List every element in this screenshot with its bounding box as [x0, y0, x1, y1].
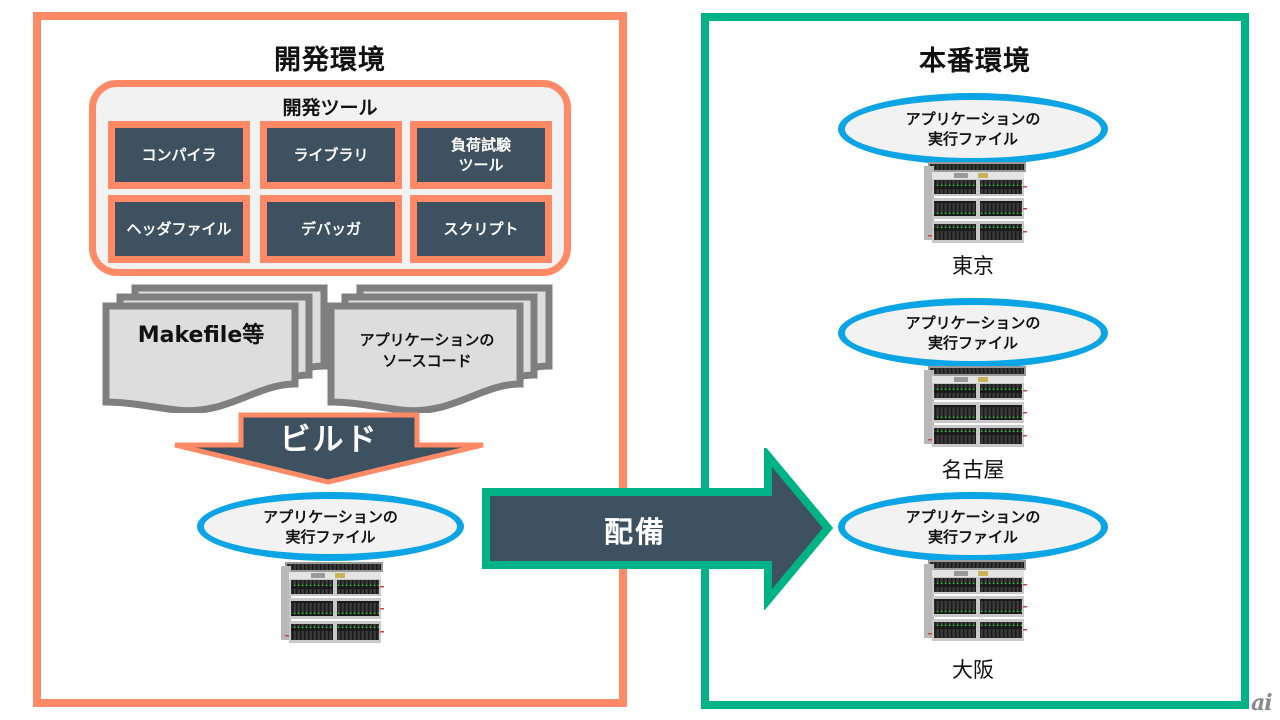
city-label-tokyo: 東京 [952, 254, 994, 278]
dev-environment-title: 開発環境 [274, 45, 386, 76]
exec-file-label: アプリケーションの 実行ファイル [905, 110, 1041, 148]
server-rack-icon [281, 562, 384, 643]
tool-script: スクリプト [410, 195, 552, 263]
exec-file-label: アプリケーションの 実行ファイル [905, 508, 1041, 546]
tool-label: スクリプト [443, 220, 519, 238]
tokyo-exec-file-ellipse: アプリケーションの 実行ファイル [838, 93, 1108, 165]
tool-debugger: デバッガ [260, 195, 402, 263]
tool-label: コンパイラ [141, 146, 217, 164]
tool-label: ライブラリ [293, 146, 369, 164]
city-label-osaka: 大阪 [952, 658, 994, 682]
server-rack-icon [924, 366, 1027, 447]
watermark-logo: ai [1251, 690, 1273, 716]
build-arrow-label: ビルド [279, 422, 379, 458]
tool-label: ヘッダファイル [126, 220, 232, 238]
osaka-exec-file-ellipse: アプリケーションの 実行ファイル [838, 492, 1108, 562]
city-label-nagoya: 名古屋 [941, 458, 1005, 482]
deploy-arrow-label: 配備 [603, 515, 666, 549]
nagoya-exec-file-ellipse: アプリケーションの 実行ファイル [838, 298, 1108, 368]
makefile-label: Makefile等 [137, 323, 265, 348]
tool-compiler: コンパイラ [108, 121, 250, 189]
tool-label: 負荷試験 ツール [450, 136, 511, 174]
tool-library: ライブラリ [260, 121, 402, 189]
build-arrow-icon [174, 412, 484, 485]
server-rack-icon [924, 560, 1027, 641]
dev-tools-title: 開発ツール [282, 97, 378, 119]
tool-load-testing: 負荷試験 ツール [410, 121, 552, 189]
prod-environment-title: 本番環境 [919, 46, 1031, 77]
exec-file-label: アプリケーションの 実行ファイル [263, 507, 398, 546]
deploy-arrow-icon [482, 448, 834, 610]
dev-exec-file-ellipse: アプリケーションの 実行ファイル [197, 492, 464, 561]
tool-header-files: ヘッダファイル [108, 195, 250, 263]
source-code-label: アプリケーションの ソースコード [359, 331, 495, 370]
tool-label: デバッガ [300, 220, 361, 238]
server-rack-icon [924, 162, 1027, 243]
exec-file-label: アプリケーションの 実行ファイル [905, 314, 1041, 352]
